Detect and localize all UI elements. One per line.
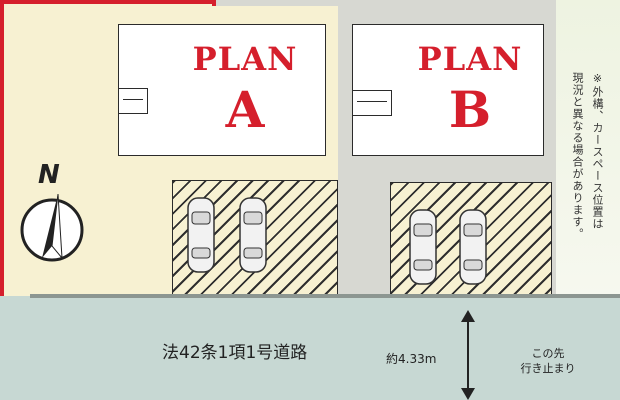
layout-note-line2: 現況と異なる場合があります。 xyxy=(571,72,584,240)
car-icon xyxy=(409,209,437,285)
plan-a-letter: A xyxy=(225,80,265,139)
north-label: N xyxy=(38,160,60,190)
background-greenery xyxy=(556,0,620,296)
layout-note-line1: ※外構、カースペース位置は xyxy=(591,72,604,230)
road-width-label: 約4.33m xyxy=(386,352,437,366)
road-edge-line xyxy=(30,294,620,298)
dead-end-label: この先 行き止まり xyxy=(512,346,584,376)
plan-b-title: PLAN xyxy=(417,40,523,78)
house-plan-a xyxy=(118,24,326,156)
road-name: 法42条1項1号道路 xyxy=(162,343,308,363)
porch-plan-a xyxy=(118,88,148,114)
road xyxy=(0,296,620,400)
car-icon xyxy=(239,197,267,273)
north-arrow-icon: N xyxy=(12,160,92,270)
dead-end-line1: この先 xyxy=(531,347,565,360)
car-icon xyxy=(187,197,215,273)
plan-a-title: PLAN xyxy=(192,40,298,78)
car-icon xyxy=(459,209,487,285)
road-width-arrow-icon xyxy=(461,310,475,400)
dead-end-line2: 行き止まり xyxy=(520,362,576,375)
plan-b-letter: B xyxy=(448,80,492,139)
porch-plan-b xyxy=(352,90,392,116)
